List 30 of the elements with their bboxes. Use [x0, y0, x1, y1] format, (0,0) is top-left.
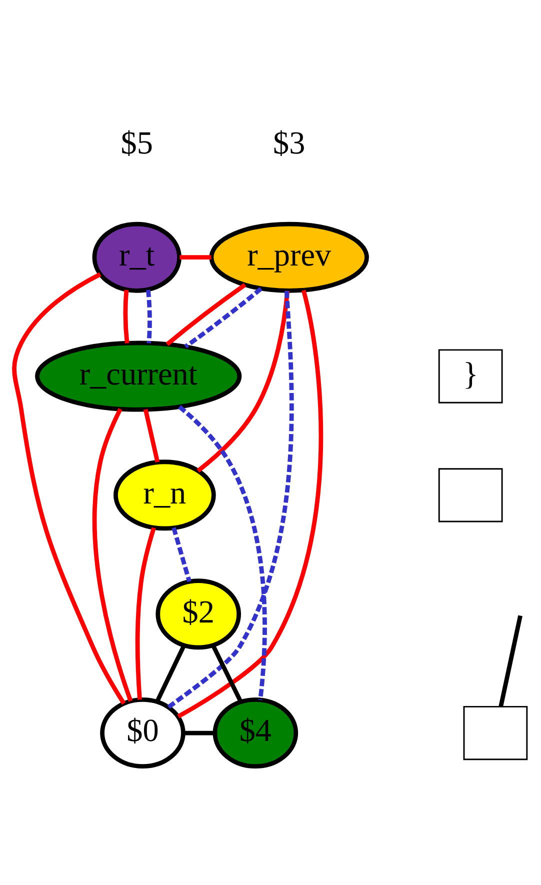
- connector: [167, 290, 294, 709]
- connector: [172, 527, 192, 582]
- connector: [177, 290, 323, 718]
- connector: [211, 644, 243, 703]
- node-box: }: [438, 349, 503, 404]
- connector: [143, 408, 160, 463]
- connector: [92, 408, 133, 702]
- connector: [183, 730, 215, 736]
- node-ellipse: $4: [212, 698, 298, 769]
- node-ellipse: r_current: [35, 340, 242, 412]
- connector: [146, 290, 152, 344]
- node-box: [438, 468, 503, 522]
- connector: [123, 290, 130, 344]
- node-label: $3: [273, 124, 306, 160]
- connector: [498, 615, 522, 707]
- connector: [180, 255, 212, 260]
- connector: [12, 272, 126, 705]
- node-ellipse: r_prev: [209, 222, 369, 293]
- connector: [178, 405, 267, 700]
- connector: [184, 286, 262, 348]
- node-ellipse: r_t: [92, 222, 182, 293]
- connector: [196, 290, 290, 473]
- node-ellipse: r_n: [114, 460, 216, 531]
- node-ellipse: $0: [100, 698, 186, 769]
- connector: [166, 283, 246, 346]
- node-box: [463, 706, 528, 760]
- node-label: $5: [120, 124, 153, 160]
- connector: [135, 527, 156, 700]
- node-ellipse: $2: [156, 578, 242, 650]
- connector: [155, 644, 186, 703]
